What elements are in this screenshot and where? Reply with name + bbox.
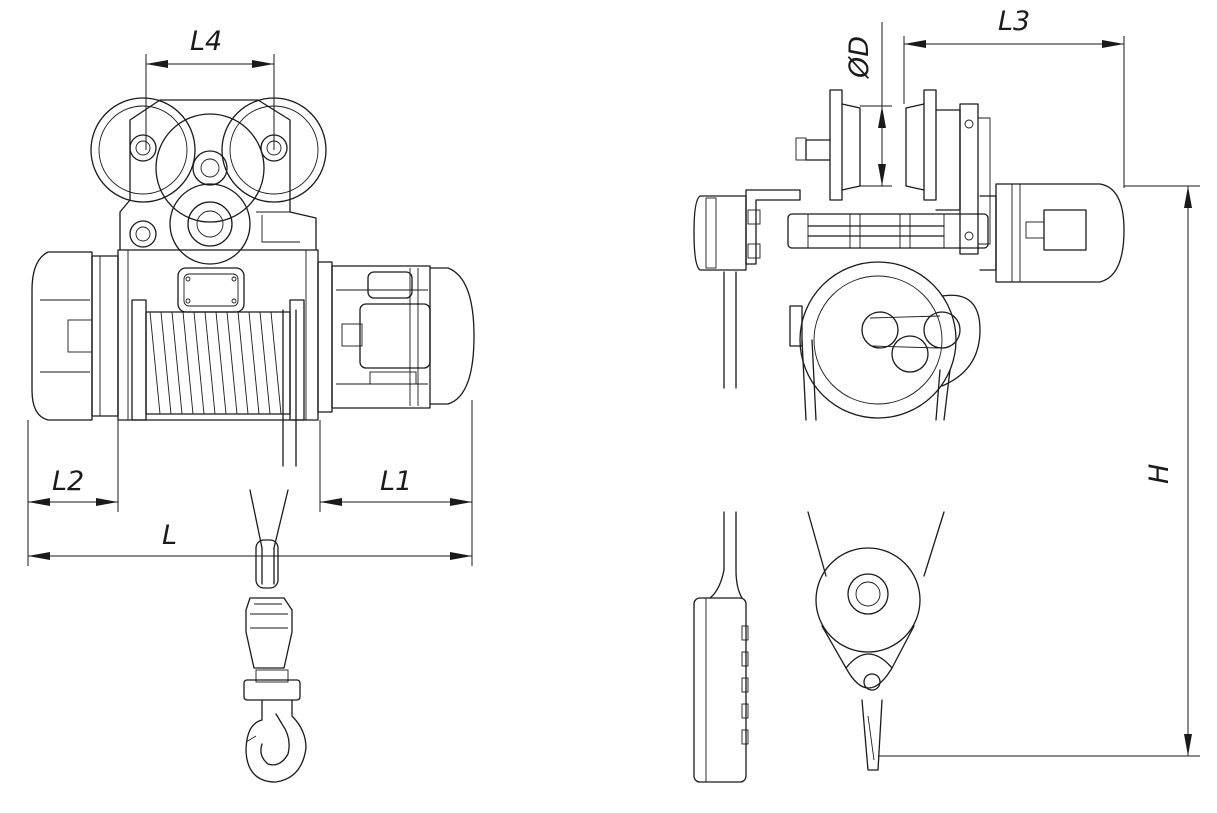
dimension-L3 xyxy=(903,36,1125,188)
trolley-frame xyxy=(119,99,317,251)
dimension-labels: L4 L3 ØD L2 L1 L H xyxy=(52,6,1175,551)
dimension-lines xyxy=(27,22,1200,757)
dimension-L4 xyxy=(145,54,275,150)
label-L: L xyxy=(162,520,177,551)
trolley-gear xyxy=(155,113,265,265)
front-view xyxy=(31,97,475,783)
label-L4: L4 xyxy=(190,26,222,57)
rail-wheels xyxy=(795,89,991,255)
label-L3: L3 xyxy=(998,6,1030,37)
rope-drum xyxy=(131,299,305,467)
label-L1: L1 xyxy=(380,466,412,497)
left-brake-housing xyxy=(31,251,119,421)
hoist-motor xyxy=(317,261,475,413)
lower-block xyxy=(807,511,945,771)
drum-side xyxy=(789,261,981,421)
hook-assembly xyxy=(243,489,307,783)
label-H: H xyxy=(1144,464,1175,484)
travel-motor xyxy=(979,183,1125,283)
dimension-L1 xyxy=(319,400,473,566)
pendant-bracket xyxy=(693,189,801,389)
cross-shaft xyxy=(787,213,989,249)
dimension-H xyxy=(878,185,1200,757)
label-L2: L2 xyxy=(52,466,84,497)
side-view xyxy=(693,89,1125,783)
label-phiD: ØD xyxy=(844,36,875,79)
dimension-L xyxy=(28,552,472,560)
dimension-L2 xyxy=(27,420,119,566)
trolley-wheels xyxy=(90,97,327,248)
pendant-control xyxy=(693,511,749,783)
dimension-phiD xyxy=(860,22,892,187)
